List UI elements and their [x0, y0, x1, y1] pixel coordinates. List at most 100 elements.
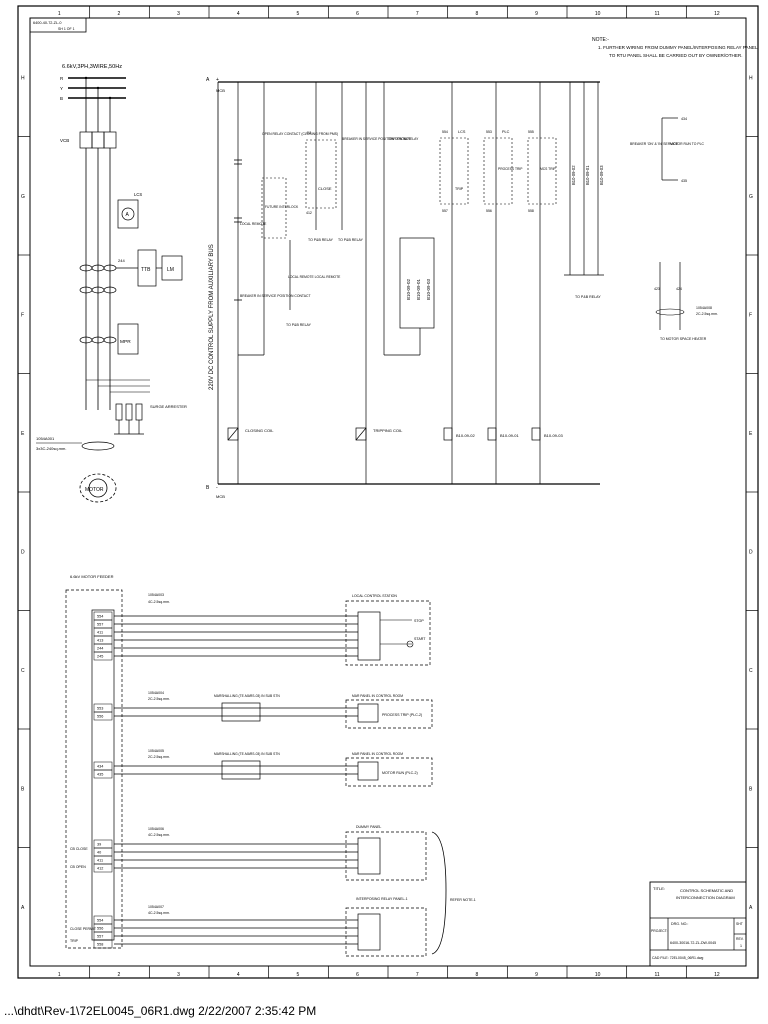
ref-line2: SH 1 OF 1 [58, 27, 75, 31]
coil-b10-01: B10-09-01 [500, 433, 519, 438]
grid-col-12-top: 12 [714, 11, 720, 17]
feeder-terminal-label: 412 [97, 867, 103, 871]
feeder-terminal-label: 553 [97, 707, 103, 711]
feeder-terminal-label: 244 [97, 647, 103, 651]
contact-plc: PLC [502, 130, 510, 134]
grid-col-6-top: 6 [356, 11, 359, 17]
grid-col-5-top: 5 [297, 11, 300, 17]
feeder-terminal-label: 39 [97, 843, 101, 847]
grid-row-D-left: D [21, 549, 25, 555]
grid-row-C-right: C [749, 668, 753, 674]
contact-lcs: LCS [458, 130, 466, 134]
wire-412: 412 [306, 211, 312, 215]
grid-col-1-top: 1 [58, 11, 61, 17]
note-line1: 1. FURTHER WIRING FROM DUMMY PANEL/INTER… [598, 45, 758, 50]
cb-close: CB CLOSE [70, 847, 88, 851]
phase-r: R [60, 76, 64, 81]
trip-from-relay: TRIP FROM RELAY [388, 137, 419, 141]
grid-row-F-left: F [21, 312, 24, 318]
pos-bus: + [216, 77, 219, 83]
contact-b10-02: B10-09-02 [571, 165, 576, 185]
to-pmb-relay-3: TO P&B RELAY [286, 323, 312, 327]
label-a: A [206, 77, 210, 83]
feeder-terminal-label: 411 [97, 631, 103, 635]
breaker-on: BREAKER 'ON' & 'IN' SERVICE [630, 142, 679, 146]
ref-box [29, 17, 87, 33]
phase-b: B [60, 96, 63, 101]
grid-col-2-top: 2 [118, 11, 121, 17]
grid-row-C-left: C [21, 668, 25, 674]
project-label: PROJECT: [651, 929, 667, 933]
ct-label: 244 [118, 258, 125, 263]
feeder-terminal-label: 554 [97, 919, 103, 923]
power-cable-id: 1054A001 [36, 436, 55, 441]
feeder-terminal-cell [93, 939, 113, 949]
cable-id-1: 1054A003 [148, 593, 164, 597]
tripping-coil: TRIPPING COIL [373, 428, 403, 433]
interposing-panel: INTERPOSING RELAY PANEL-1 [356, 897, 408, 901]
grid-col-11-bottom: 11 [655, 972, 660, 978]
heater-cable: 1054A008 [696, 306, 712, 310]
grid-row-A-left: A [21, 905, 25, 911]
power-section: 6.6kV,3PH,3WIRE,50Hz R Y B VCB LCS A 244… [36, 64, 187, 503]
local-station: LOCAL CONTROL STATION [352, 594, 397, 598]
feeder-terminal-cell [93, 769, 113, 779]
grid-col-12-bottom: 12 [714, 972, 720, 978]
cable-spec-5: 4C-2.5sq.mm. [148, 911, 170, 915]
rev-label: REV. [736, 937, 744, 941]
lcs-wires [114, 615, 358, 657]
surge-label: SURGE ARRESTER [150, 404, 187, 409]
title-line1: CONTROL SCHEMATIC AND [680, 888, 733, 893]
start-label: START [414, 637, 426, 641]
sht-label: SHT [736, 922, 743, 926]
grid-col-1-bottom: 1 [58, 972, 61, 978]
feeder-terminal-label: 557 [97, 935, 103, 939]
grid-row-H-right: H [749, 75, 753, 81]
feeder-terminal-label: 556 [97, 715, 103, 719]
interconnection-section: 6.6kV MOTOR FEEDER 554557411413244245553… [65, 574, 476, 957]
feeder-terminal-label: 413 [97, 639, 103, 643]
inner-border [29, 17, 747, 967]
mcs-trip: MCS TRIP [540, 167, 556, 171]
note-line2: TO RTU PANEL SHALL BE CARRIED OUT BY OWN… [609, 53, 743, 58]
motor-run-plc2: MOTOR RUN (PLC-2) [382, 771, 418, 775]
title-line2: INTERCONNECTION DIAGRAM [676, 895, 735, 900]
feeder-terminal-label: 434 [97, 765, 103, 769]
wire-553: 553 [486, 130, 492, 134]
feeder-terminal-label: 557 [97, 623, 103, 627]
future-interlock: FUTURE INTERLOCK [265, 205, 299, 209]
grid-row-A-right: A [749, 905, 753, 911]
tag-434: 434 [681, 117, 687, 121]
contact-b10-01: B10-09-01 [585, 165, 590, 185]
mar-panel-1: MAR PANEL IN CONTROL ROOM [352, 694, 403, 698]
feeder-terminal-cell [93, 651, 113, 661]
grid-row-E-right: E [749, 431, 753, 437]
grid-row-E-left: E [21, 431, 25, 437]
cad-line: CAD FILE: 72EL0045_06R1.dwg [652, 956, 703, 960]
vcb-label: VCB [60, 138, 69, 143]
grid-col-8-top: 8 [476, 11, 479, 17]
cable-id-5: 1054A007 [148, 905, 164, 909]
file-path-footer: ...\dhdt\Rev-1\72EL0045_06R1.dwg 2/22/20… [4, 1004, 317, 1018]
close-label: CLOSE [318, 186, 332, 191]
label-b: B [206, 485, 210, 491]
to-pmb-relay-1: TO P&B RELAY [308, 238, 334, 242]
coil-b10-03: B10-09-03 [544, 433, 563, 438]
ref-line1: 6400-40-72-ZL-0 [33, 21, 62, 25]
motor-label: MOTOR [85, 487, 104, 493]
stop-label: STOP [414, 619, 424, 623]
cable-spec-4: 4C-2.5sq.mm. [148, 833, 170, 837]
control-section: A + MCB B - MCB 220V DC CONTROL SUPPLY F… [206, 77, 718, 499]
grid-col-5-bottom: 5 [297, 972, 300, 978]
title-label: TITLE: [653, 886, 665, 891]
trip-term: TRIP [70, 939, 79, 943]
feeder-terminal-label: 556 [97, 927, 103, 931]
grid-row-B-right: B [749, 786, 753, 792]
mar-panel-2: MAR PANEL IN CONTROL ROOM [352, 752, 403, 756]
mcb-bottom: MCB [216, 494, 225, 499]
feeder-terminal-label: 554 [97, 615, 103, 619]
cable-spec-1: 4C-2.5sq.mm. [148, 600, 170, 604]
